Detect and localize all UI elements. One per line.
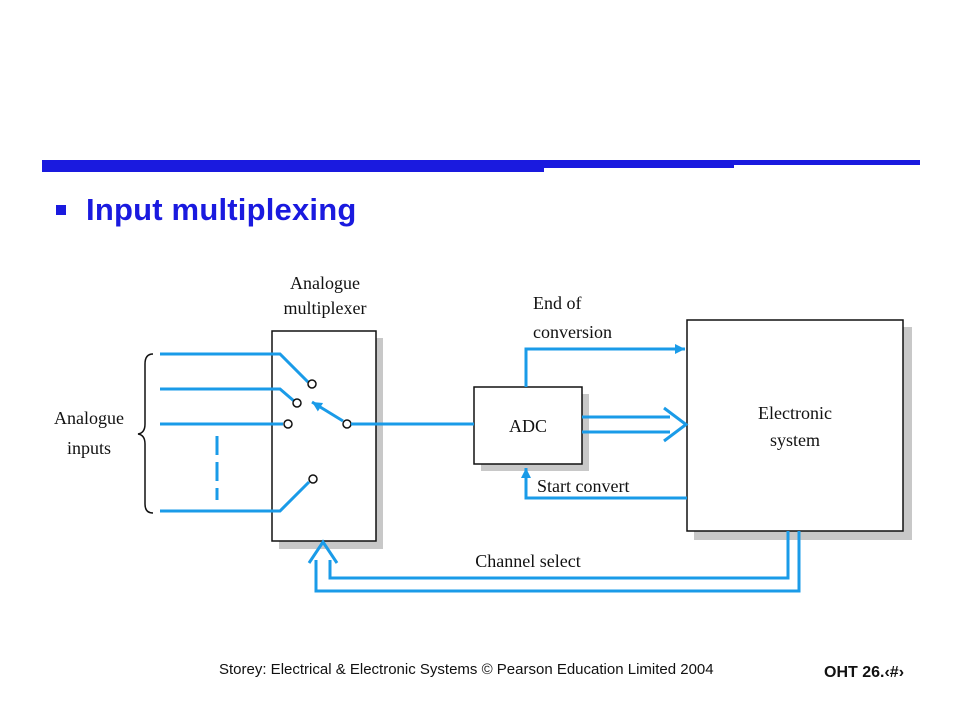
channel-select-label: Channel select [475,551,580,571]
contact-3 [283,419,293,429]
bullet-icon [56,205,66,215]
multiplexer-label: Analogue [290,273,360,293]
start-convert-label: Start convert [537,476,629,496]
analogue-inputs-label: Analogue [54,408,124,428]
end-of-conversion-line [524,344,685,387]
slide-footer: Storey: Electrical & Electronic Systems … [219,661,714,678]
multiplexer-box [271,330,377,542]
contact-1 [307,379,317,389]
title-rule-mid [544,160,734,168]
input-line-1 [160,352,310,384]
electronic-system-label: Electronic [758,403,832,423]
electronic-system-box [686,319,904,532]
contact-2 [292,398,302,408]
analogue-inputs-label-2: inputs [67,438,111,458]
switch-contacts [283,379,352,484]
input-line-4 [160,480,311,513]
start-convert-line [521,468,687,500]
input-line-2 [160,387,295,403]
adc-box [473,386,583,465]
adc-label: ADC [509,416,547,436]
common-contact [342,419,352,429]
title-rule-end [734,160,920,165]
analogue-input-lines [160,352,311,513]
end-of-conversion-label: End of [533,293,582,313]
inputs-brace [137,353,154,514]
data-bus-arrow [582,406,689,443]
end-of-conversion-label-2: conversion [533,322,612,342]
switch-wiper [311,400,344,423]
channel-select-bus [307,531,801,593]
slide-title: Input multiplexing [86,192,357,227]
slide-number: OHT 26.‹#› [824,664,905,681]
title-rule [42,160,544,172]
contact-4 [308,474,318,484]
electronic-system-label-2: system [770,430,820,450]
multiplexer-label-2: multiplexer [284,298,367,318]
